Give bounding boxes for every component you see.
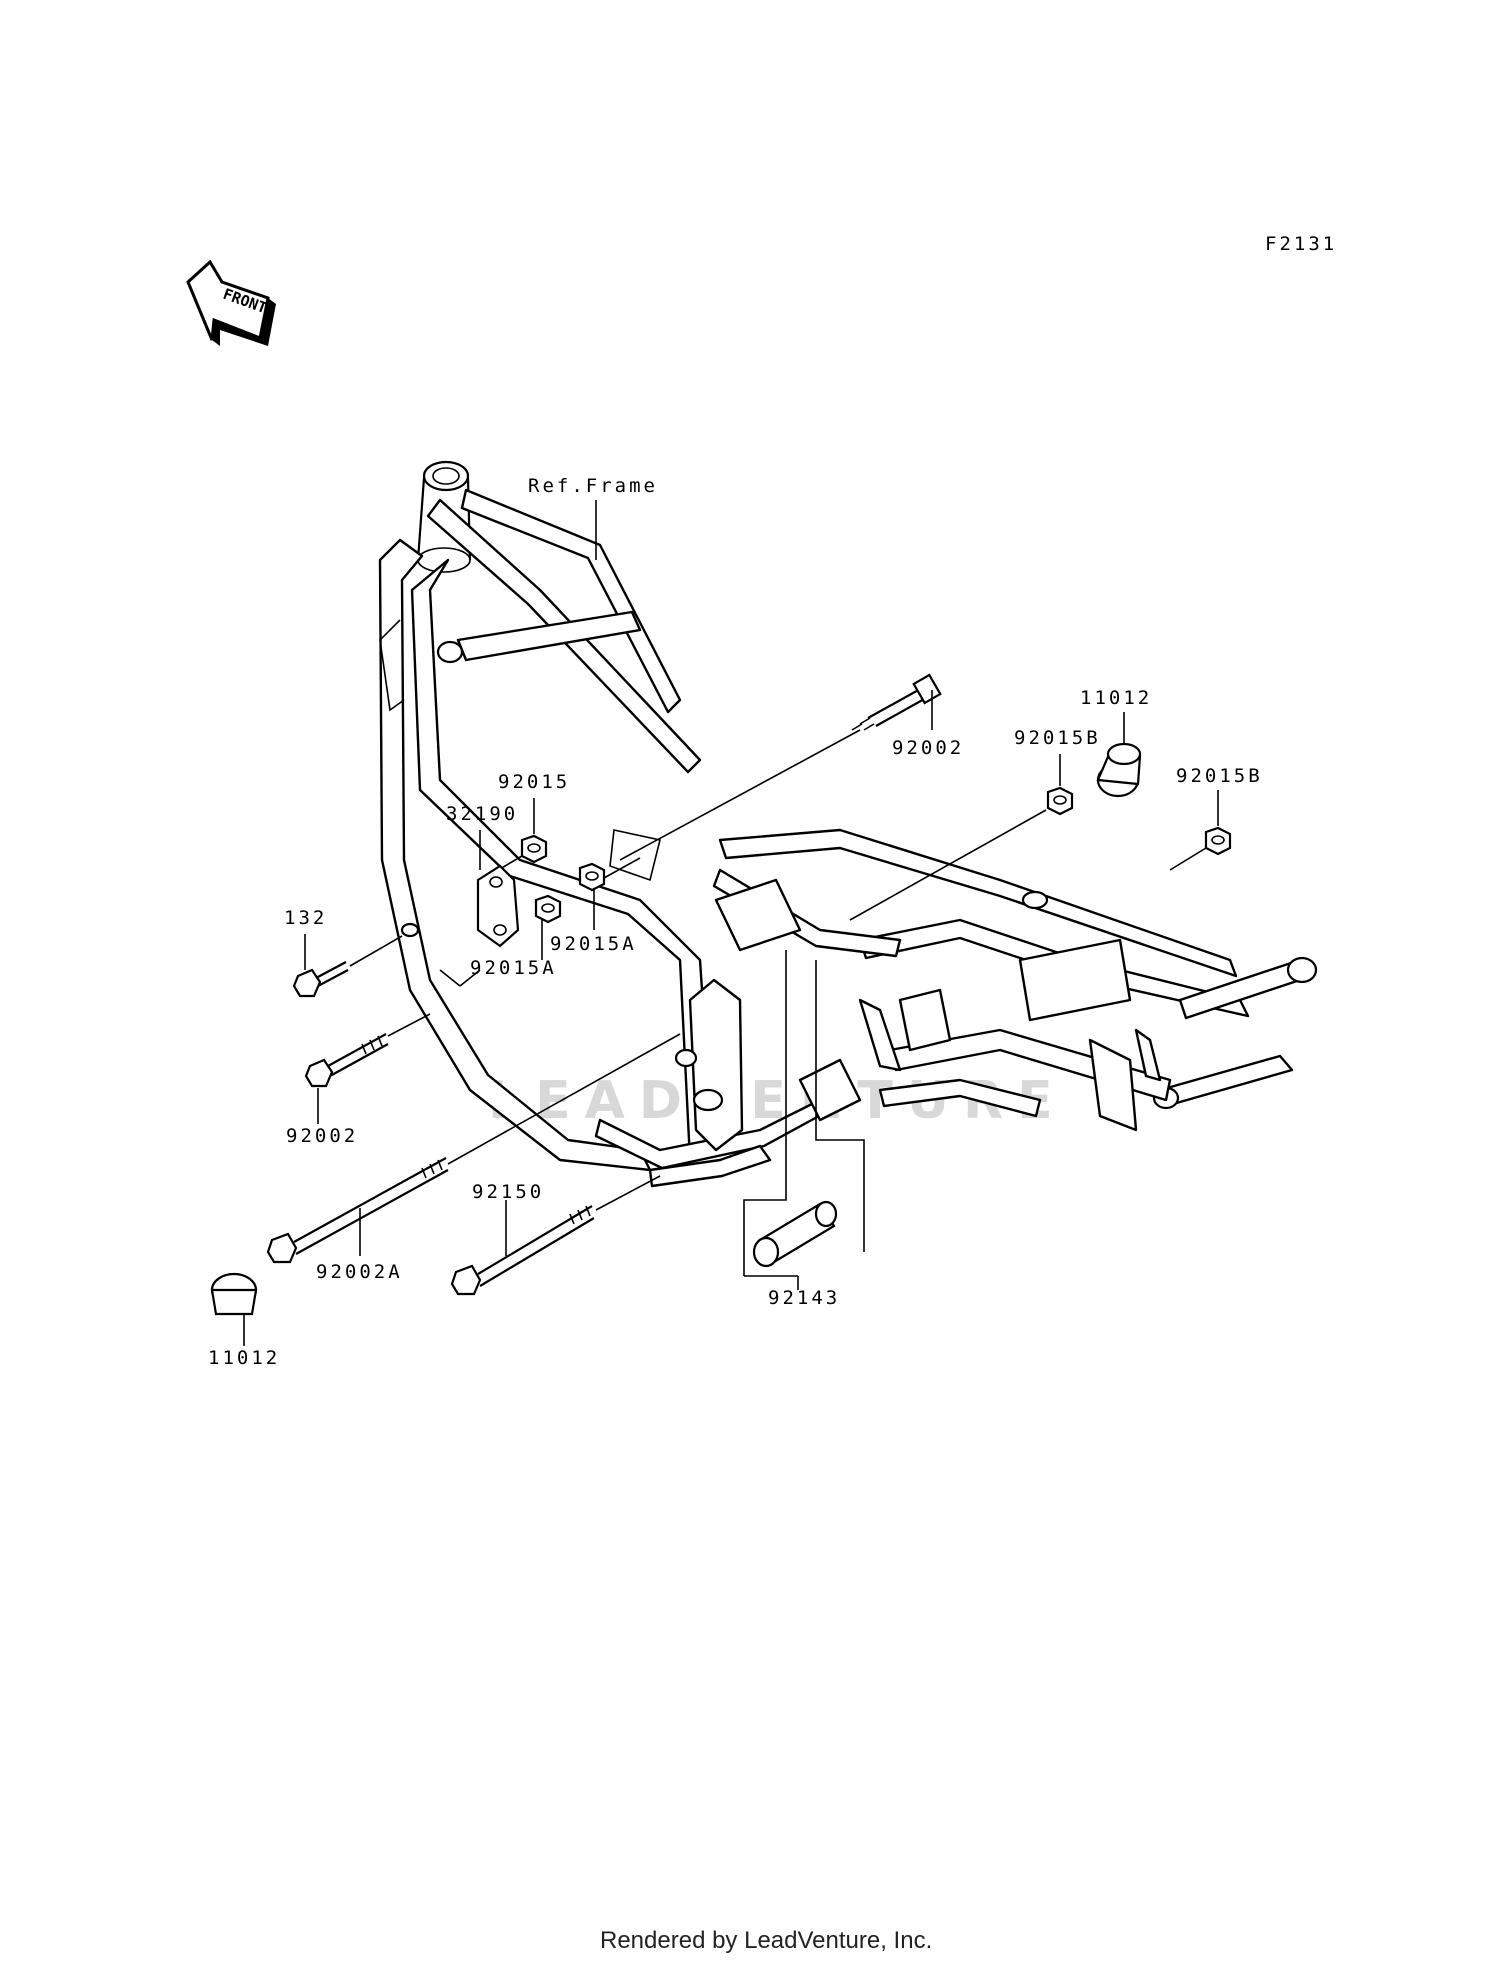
callout-92143: 92143 <box>768 1287 840 1309</box>
callout-11012-top: 11012 <box>1080 687 1152 709</box>
callout-132: 132 <box>284 907 327 929</box>
callout-92015A-a: 92015A <box>550 933 637 955</box>
frame-drawing <box>378 460 1318 1188</box>
callout-92150: 92150 <box>472 1181 544 1203</box>
callout-92015: 92015 <box>498 771 570 793</box>
washer-132 <box>400 922 420 938</box>
callout-92015B-a: 92015B <box>1014 727 1101 749</box>
nut-92015B-a <box>1046 786 1074 816</box>
collar-92143 <box>752 1200 838 1268</box>
callout-92015A-b: 92015A <box>470 957 557 979</box>
bolt-92150 <box>450 1205 595 1296</box>
front-arrow-icon: FRONT <box>186 259 276 346</box>
bolt-92002-left <box>304 1033 389 1088</box>
nut-92015A-left <box>534 894 562 924</box>
leader-92002-top-path <box>619 729 861 861</box>
leader-92143-a <box>743 950 787 1276</box>
ref-frame-label: Ref.Frame <box>528 475 658 497</box>
callout-92015B-b: 92015B <box>1176 765 1263 787</box>
nut-92015A-center <box>578 862 606 892</box>
leader-92002-left-path <box>387 1013 431 1037</box>
leader-92015B-b-path <box>1169 847 1207 871</box>
nut-92015B-b <box>1204 826 1232 856</box>
leader-92015A-bracket-a <box>439 969 461 987</box>
callout-92002-top: 92002 <box>892 737 964 759</box>
callout-92002A: 92002A <box>316 1261 403 1283</box>
bolt-132 <box>292 961 349 998</box>
cap-11012-bottom <box>210 1272 258 1316</box>
leader-92150-path <box>595 1175 661 1211</box>
leader-132-path <box>349 935 403 967</box>
callout-11012-bottom: 11012 <box>208 1347 280 1369</box>
footer-credit: Rendered by LeadVenture, Inc. <box>600 1927 932 1954</box>
leader-92015A-bracket-b <box>459 969 481 987</box>
bolt-92002A <box>266 1157 449 1264</box>
figure-code: F2131 <box>1265 233 1337 255</box>
cap-11012-top <box>1096 742 1142 798</box>
leader-92015B-a-path <box>849 809 1047 921</box>
bracket-32190 <box>476 864 520 948</box>
leader-92143-b <box>815 960 865 1200</box>
nut-92015 <box>520 834 548 864</box>
bolt-92002-top <box>851 673 942 731</box>
callout-32190: 32190 <box>446 803 518 825</box>
leader-92015A-center <box>603 857 641 879</box>
callout-92002-left: 92002 <box>286 1125 358 1147</box>
leader-92002A-path <box>447 1033 681 1165</box>
